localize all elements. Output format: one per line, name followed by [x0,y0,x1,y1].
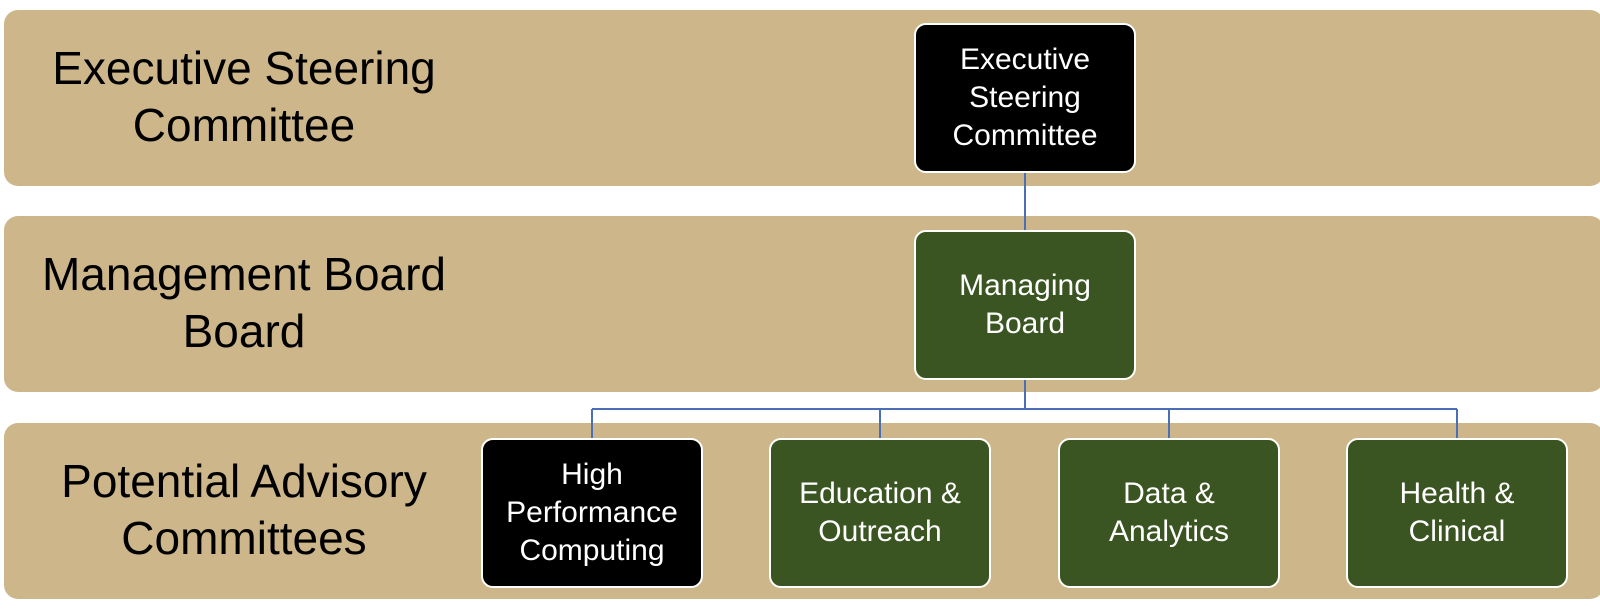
level-label-advisory: Potential Advisory Committees [24,453,464,567]
level-label-line: Committees [121,512,367,564]
level-label-line: Potential Advisory [61,455,427,507]
node-data-analytics: Data & Analytics [1058,438,1280,588]
level-label-line: Board [182,305,306,357]
node-label-line: Education & [799,477,961,510]
level-band-executive: Executive Steering Committee [4,10,1600,186]
level-label-executive: Executive Steering Committee [24,40,464,154]
node-executive-steering-committee: Executive Steering Committee [914,23,1136,173]
node-health-clinical: Health & Clinical [1346,438,1568,588]
node-label-line: Executive [959,43,1091,76]
node-label-line: Board [984,307,1066,340]
level-label-line: Committee [132,99,356,151]
node-label-line: Steering [969,81,1081,114]
node-high-performance-computing: High Performance Computing [481,438,703,588]
level-band-management: Management Board Board [4,216,1600,392]
level-label-line: Management Board [41,248,447,300]
node-managing-board: Managing Board [914,230,1136,380]
node-label-line: Computing [519,534,665,567]
node-label-line: Clinical [1408,515,1506,548]
level-label-line: Executive Steering [52,42,436,94]
node-education-outreach: Education & Outreach [769,438,991,588]
node-label-line: High [561,458,623,491]
node-label-line: Managing [959,269,1091,302]
node-label-line: Committee [952,119,1098,152]
node-label-line: Performance [506,496,678,529]
level-label-management: Management Board Board [24,246,464,360]
node-label-line: Outreach [818,515,942,548]
node-label-line: Health & [1399,477,1515,510]
node-label-line: Data & [1123,477,1215,510]
node-label-line: Analytics [1108,515,1230,548]
